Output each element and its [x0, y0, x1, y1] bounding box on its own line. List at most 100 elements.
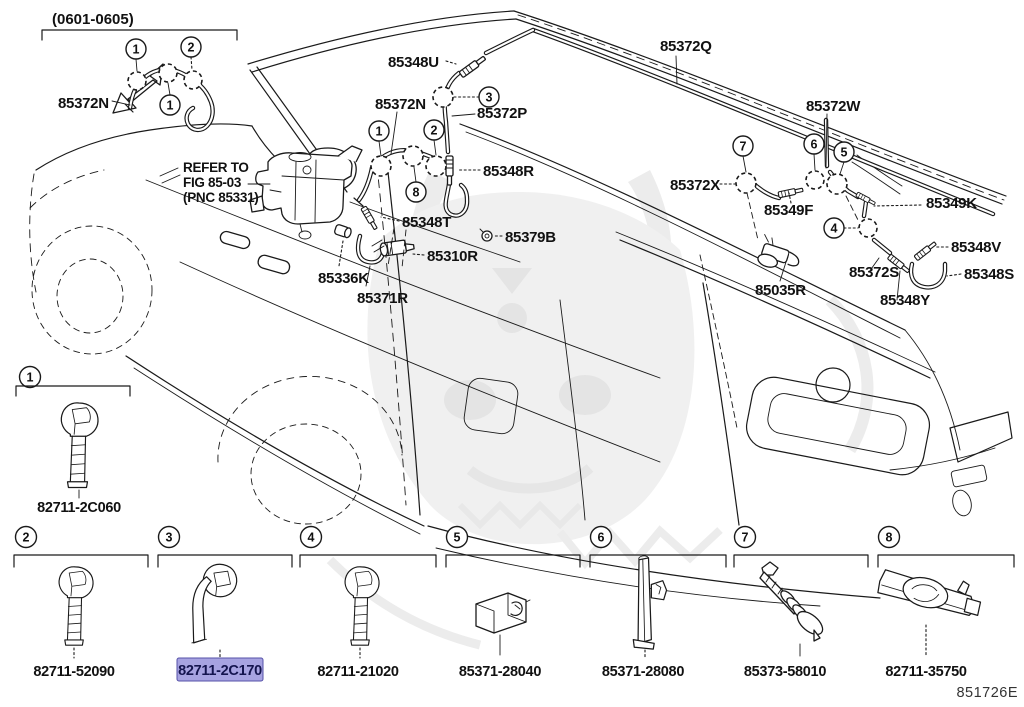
part-label-85035R[interactable]: 85035R	[755, 282, 807, 299]
diagram-code: 851726E	[956, 685, 1018, 701]
legend-part-5[interactable]: 85371-28040	[459, 664, 542, 680]
svg-text:4: 4	[308, 531, 315, 545]
callout-1b-topleft: 1	[159, 94, 181, 116]
part-label-85372N-a[interactable]: 85372N	[58, 95, 109, 112]
clip-thumbnail-8	[877, 569, 982, 617]
clip-thumbnail-5	[475, 592, 531, 634]
part-label-85372X[interactable]: 85372X	[670, 177, 721, 194]
legend-item-5: 5 85371-28040	[445, 525, 581, 680]
legend-part-7[interactable]: 85373-58010	[744, 664, 827, 680]
legend-part-3-selected[interactable]: 82711-2C170	[178, 663, 262, 679]
part-label-85348T[interactable]: 85348T	[402, 214, 452, 231]
connector-85349F	[777, 186, 804, 199]
legend-part-6[interactable]: 85371-28080	[602, 664, 685, 680]
callout-2-mid: 2	[423, 119, 445, 141]
watermark	[326, 170, 874, 650]
date-range-bracket	[41, 29, 238, 41]
legend-item-2: 2 82711-52090	[13, 525, 149, 680]
part-label-85336K[interactable]: 85336K	[318, 270, 370, 287]
svg-text:2: 2	[23, 531, 30, 545]
callouts: 1 2 1 1 2 3 8 7 6 5 4	[125, 36, 855, 239]
pump-85310R	[379, 239, 415, 257]
connector-85348R	[445, 155, 454, 186]
callout-3-mid: 3	[478, 86, 500, 108]
svg-text:FIG 85-03: FIG 85-03	[183, 175, 242, 190]
svg-text:8: 8	[886, 531, 893, 545]
selected-part-highlight	[176, 657, 264, 682]
clip-thumbnail-3	[191, 563, 238, 644]
legend-item-3: 3 82711-2C170	[157, 525, 293, 682]
legend-part-1[interactable]: 82711-2C060	[37, 500, 121, 516]
svg-text:(PNC 85331): (PNC 85331)	[183, 190, 259, 205]
svg-text:5: 5	[454, 531, 461, 545]
legend-item-6: 6 85371-28080	[589, 525, 727, 680]
legend-circle-1	[18, 365, 42, 389]
svg-text:6: 6	[598, 531, 605, 545]
part-label-85348U[interactable]: 85348U	[388, 54, 439, 71]
svg-text:4: 4	[831, 222, 838, 236]
svg-text:REFER TO: REFER TO	[183, 160, 249, 175]
callout-5: 5	[833, 141, 855, 163]
clip-thumbnail-6	[632, 555, 668, 650]
clip-thumbnail-1	[60, 402, 99, 489]
part-label-85372N-b[interactable]: 85372N	[375, 96, 426, 113]
part-label-85348Y[interactable]: 85348Y	[880, 292, 931, 309]
part-label-85379B[interactable]: 85379B	[505, 229, 557, 246]
leader-lines	[111, 55, 962, 301]
part-label-85349K[interactable]: 85349K	[926, 195, 978, 212]
legend-part-2[interactable]: 82711-52090	[33, 664, 115, 680]
svg-text:6: 6	[811, 138, 818, 152]
legend-item-4: 4 82711-21020	[299, 525, 437, 680]
part-label-85372P[interactable]: 85372P	[477, 105, 528, 122]
callout-1-mid: 1	[368, 120, 390, 142]
small-parts	[124, 54, 938, 275]
svg-text:8: 8	[413, 186, 420, 200]
svg-text:7: 7	[742, 531, 749, 545]
diagram-part-labels: 85372N 85348U 85372N 85372P 85372Q 85372…	[58, 38, 1015, 309]
legend-item-8: 8 82711-35750	[877, 525, 1015, 680]
part-label-85348V[interactable]: 85348V	[951, 239, 1002, 256]
svg-text:2: 2	[188, 41, 195, 55]
svg-text:7: 7	[740, 140, 747, 154]
connector-85348U	[458, 54, 488, 79]
clip-positions	[127, 63, 878, 238]
clip-thumbnail-4	[344, 566, 380, 646]
legend-part-4[interactable]: 82711-21020	[317, 664, 399, 680]
part-label-85372Q[interactable]: 85372Q	[660, 38, 713, 55]
washer-tank-drawing	[249, 145, 363, 240]
refer-note: REFER TO FIG 85-03 (PNC 85331)	[183, 160, 259, 205]
callout-8-mid: 8	[405, 181, 427, 203]
part-label-85372S[interactable]: 85372S	[849, 264, 900, 281]
svg-text:1: 1	[376, 125, 383, 139]
svg-text:2: 2	[431, 124, 438, 138]
part-label-85310R[interactable]: 85310R	[427, 248, 479, 265]
svg-text:1: 1	[133, 43, 140, 57]
legend-item-7: 7 85373-58010	[733, 525, 869, 680]
svg-text:3: 3	[486, 91, 493, 105]
legend-bracket-1	[15, 385, 131, 397]
legend-row: 2 82711-52090 3 82711-2C170 4 82711-2102…	[13, 525, 1015, 682]
part-label-85348S[interactable]: 85348S	[964, 266, 1015, 283]
callout-6: 6	[803, 133, 825, 155]
svg-text:3: 3	[166, 531, 173, 545]
nozzle-85035R	[757, 234, 800, 268]
legend-item-1: 1 82711-2C060	[15, 365, 131, 516]
part-label-85349F[interactable]: 85349F	[764, 202, 814, 219]
grommet-85336K	[334, 224, 352, 239]
legend-part-8[interactable]: 82711-35750	[885, 664, 967, 680]
grommet-85379B	[479, 228, 493, 242]
connector-85348V	[913, 240, 938, 262]
clip-thumbnail-7	[759, 561, 828, 642]
clip-thumbnail-2	[58, 566, 94, 646]
callout-1-topleft: 1	[125, 38, 147, 60]
svg-text:1: 1	[167, 99, 174, 113]
part-label-85348R[interactable]: 85348R	[483, 163, 535, 180]
callout-2-topleft: 2	[180, 36, 202, 58]
callout-7: 7	[732, 135, 754, 157]
part-label-85372W[interactable]: 85372W	[806, 98, 862, 115]
svg-text:1: 1	[27, 371, 34, 385]
part-label-85371R[interactable]: 85371R	[357, 290, 409, 307]
svg-text:5: 5	[841, 146, 848, 160]
